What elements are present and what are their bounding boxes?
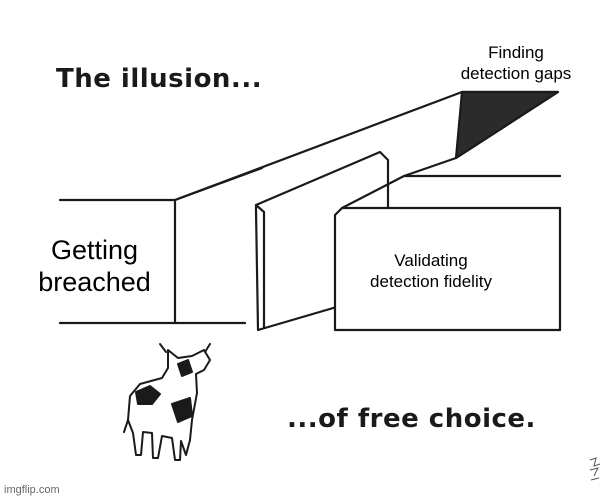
- meme-subtitle: ...of free choice.: [287, 404, 536, 434]
- cow-illustration: [123, 343, 211, 461]
- left-wall: [58, 198, 177, 325]
- right-wall: [333, 206, 562, 332]
- meme-title: The illusion...: [56, 64, 263, 94]
- label-finding-detection-gaps: Finding detection gaps: [460, 43, 572, 83]
- label-validating-detection-fidelity: Validating detection fidelity: [370, 251, 492, 291]
- imgflip-watermark: imgflip.com: [4, 484, 60, 496]
- corridor-end-shadow: [454, 90, 560, 160]
- artist-signature: [589, 457, 601, 481]
- label-getting-breached: Getting breached: [38, 235, 151, 297]
